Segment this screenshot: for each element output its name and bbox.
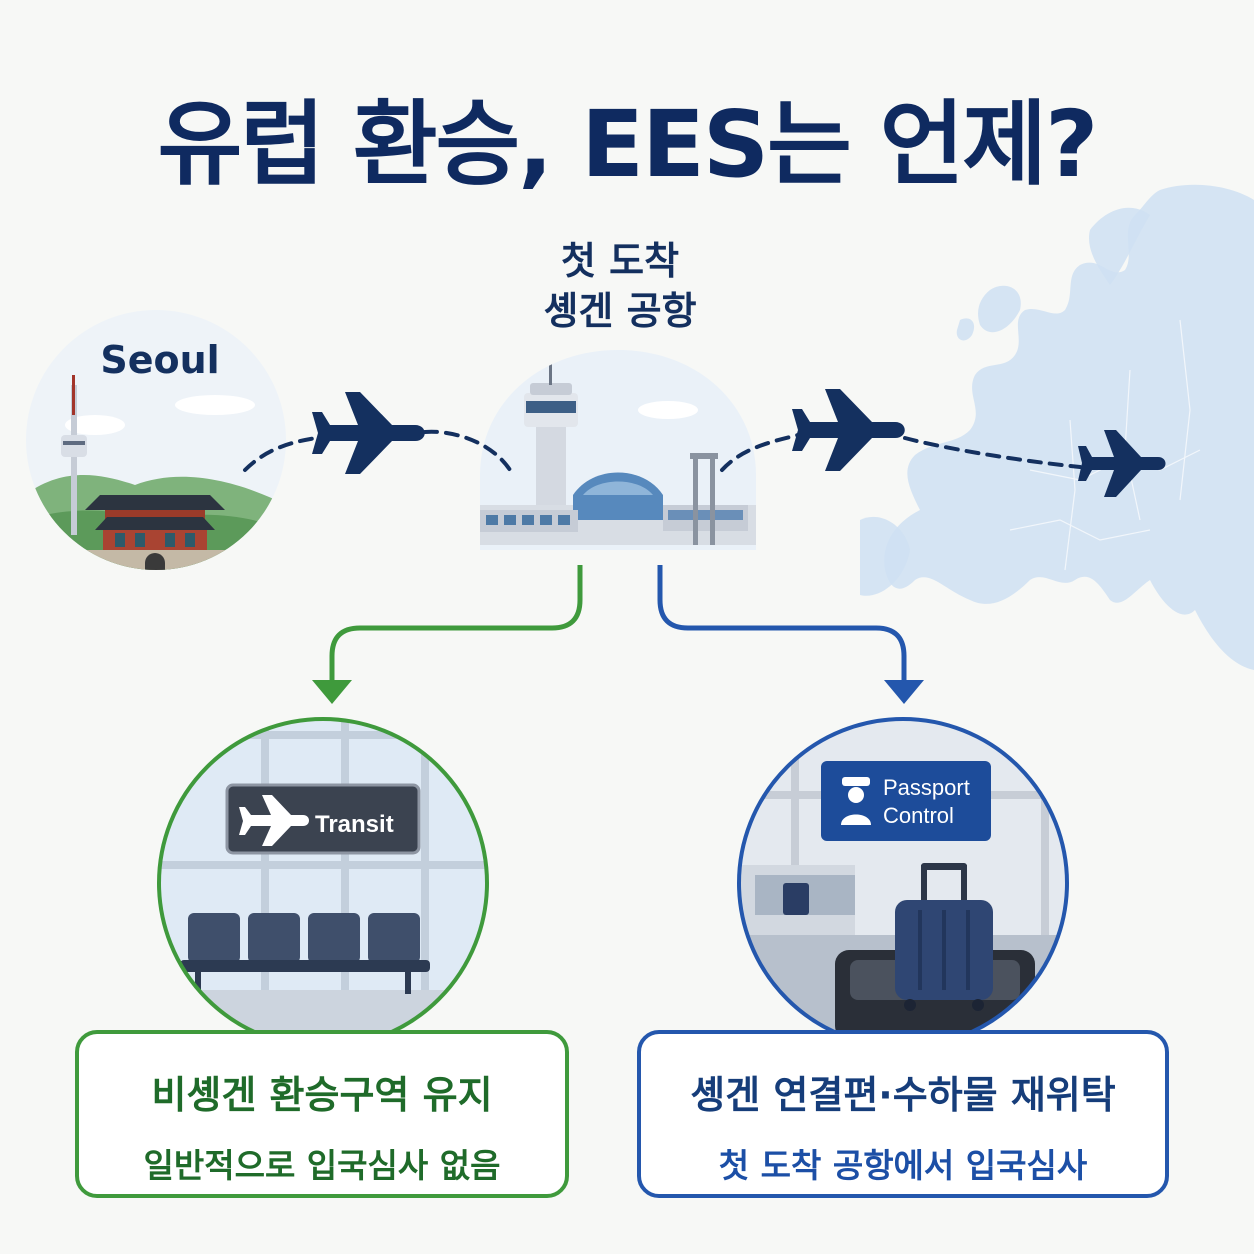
tower-icon	[61, 375, 87, 535]
luggage-icon	[895, 863, 993, 1011]
card-left-headline: 비솅겐 환승구역 유지	[151, 1073, 493, 1117]
non-schengen-transit-card: 비솅겐 환승구역 유지 일반적으로 입국심사 없음	[75, 1030, 569, 1198]
passport-control-illustration: Passport Control	[737, 717, 1069, 1049]
airplane-icon	[792, 389, 905, 471]
airplane-icon	[239, 795, 309, 846]
arrow-down-icon	[884, 680, 924, 704]
page-title: 유럽 환승, EES는 언제?	[157, 91, 1099, 198]
transit-sign-label: Transit	[315, 811, 394, 838]
schengen-connection-card: 솅겐 연결편·수하물 재위탁 첫 도착 공항에서 입국심사	[637, 1030, 1169, 1198]
hub-label-line2: 솅겐 공항	[543, 289, 697, 333]
passport-sign-line1: Passport	[883, 775, 970, 800]
arrow-down-icon	[312, 680, 352, 704]
palace-icon	[85, 495, 225, 570]
officer-icon	[841, 777, 871, 825]
hub-airport-illustration	[480, 350, 756, 550]
airplane-icon	[312, 392, 425, 474]
waiting-seats	[180, 913, 430, 994]
control-tower-icon	[524, 360, 578, 515]
passport-sign-line2: Control	[883, 803, 954, 828]
origin-label: Seoul	[100, 338, 220, 382]
airplane-icon	[1078, 430, 1166, 497]
passport-sign: Passport Control	[821, 761, 991, 841]
seoul-illustration	[26, 310, 286, 570]
card-right-headline: 솅겐 연결편·수하물 재위탁	[690, 1073, 1116, 1117]
transit-illustration: Transit	[157, 717, 489, 1049]
card-right-subline: 첫 도착 공항에서 입국심사	[718, 1146, 1088, 1185]
transit-sign: Transit	[225, 783, 421, 855]
hub-label-line1: 첫 도착	[560, 239, 680, 283]
hub-label: 첫 도착 솅겐 공항	[470, 236, 770, 336]
card-left-subline: 일반적으로 입국심사 없음	[143, 1146, 501, 1185]
